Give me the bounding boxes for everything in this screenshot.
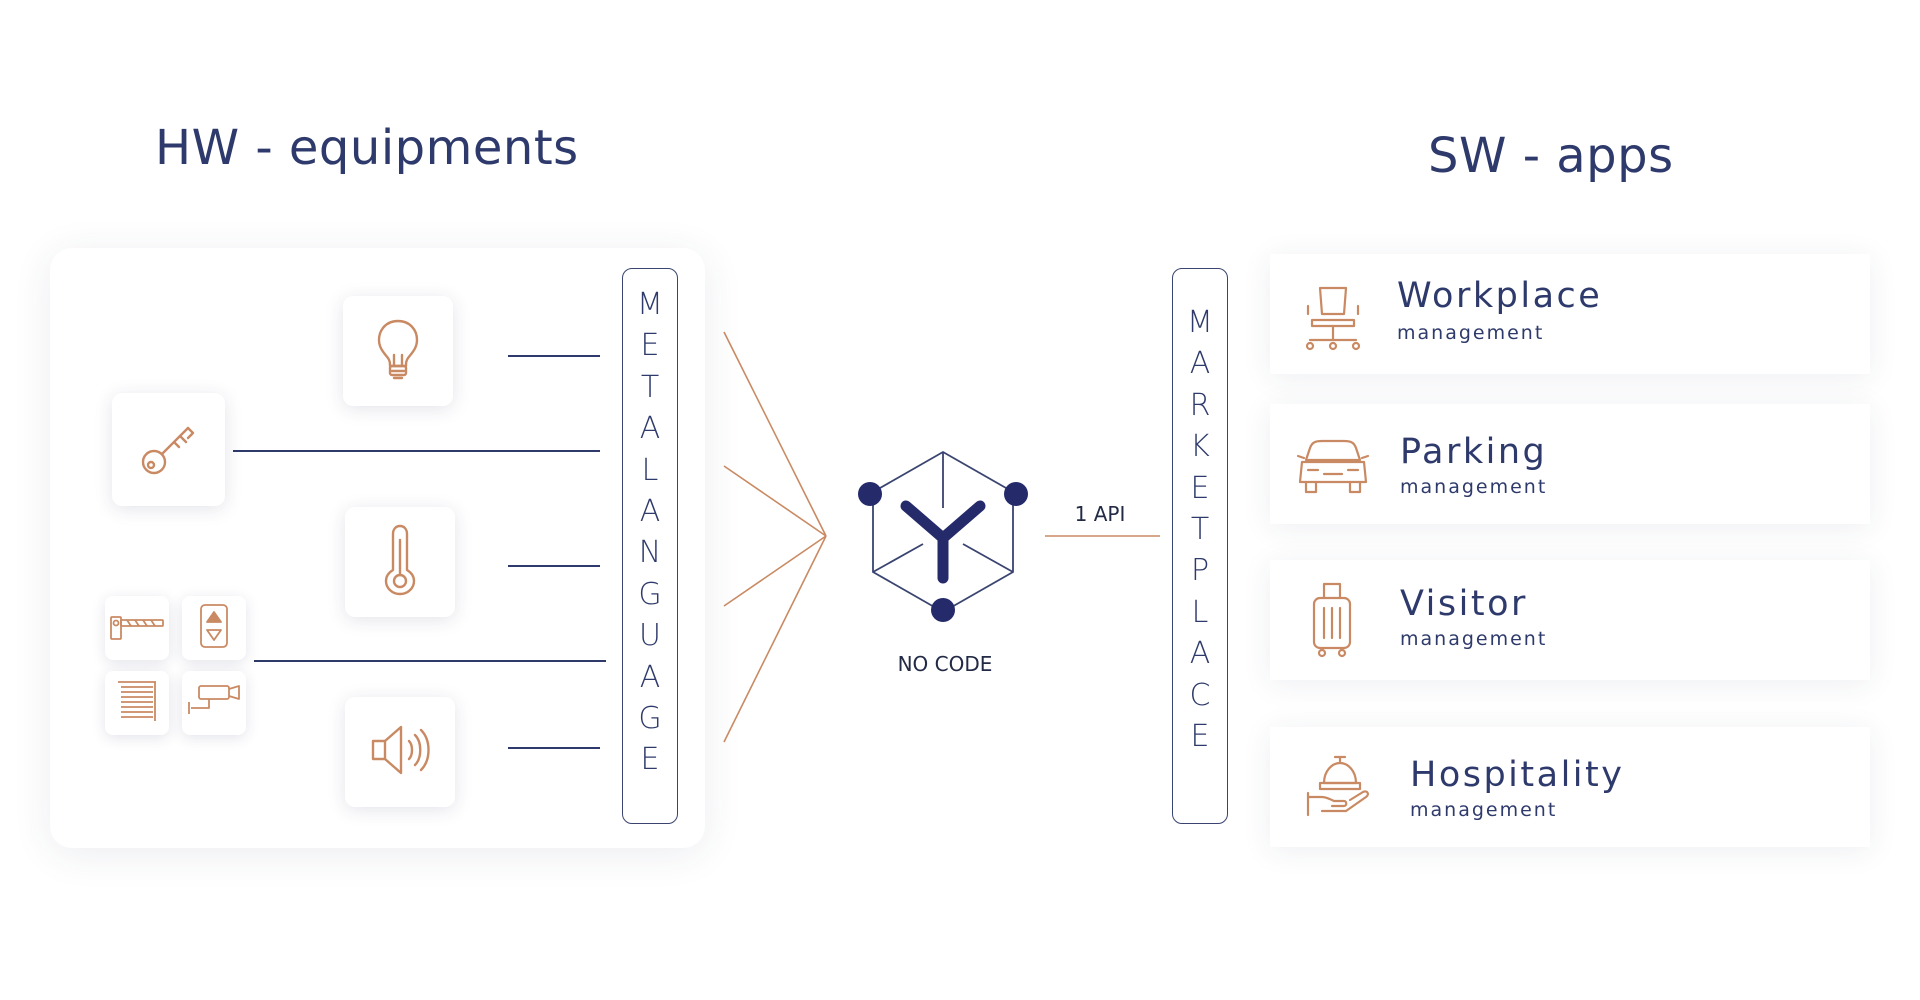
thermometer-icon [380,524,420,601]
app-subtitle-visitor: management [1400,628,1548,650]
marketplace-letter: A [1189,346,1211,382]
metalanguage-letter: A [639,659,661,695]
thermometer-card [345,507,455,617]
security-camera-icon [185,682,243,725]
app-title-parking: Parking [1400,432,1548,472]
fan-line-3 [723,535,827,607]
barrier-gate-card [105,596,169,660]
app-title-workplace: Workplace [1397,276,1603,316]
lightbulb-icon [374,317,422,386]
marketplace-letter: K [1190,429,1210,465]
lightbulb-card [343,296,453,406]
marketplace-letter: A [1189,636,1211,672]
suitcase-icon [1310,582,1354,663]
marketplace-letter: R [1189,387,1211,423]
no-code-core [848,446,1038,626]
metalanguage-letter: U [639,618,661,654]
metalanguage-letter: M [637,287,663,322]
speaker-icon [369,723,431,782]
app-title-hospitality: Hospitality [1410,755,1625,795]
car-icon [1296,438,1370,503]
metalanguage-letter: L [641,452,659,488]
marketplace-letter: C [1189,677,1211,713]
key-card [112,393,225,506]
barrier-gate-icon [109,611,165,646]
metalanguage-letter: E [640,328,660,364]
metalanguage-letter: N [638,535,662,571]
metalanguage-letter: T [640,369,660,405]
key-icon [138,416,200,483]
hw-heading: HW - equipments [155,120,579,176]
speaker-card [345,697,455,807]
app-card-parking[interactable]: Parking management [1270,404,1870,524]
marketplace-letter: P [1190,553,1210,589]
sw-heading: SW - apps [1428,128,1674,184]
security-camera-card [182,671,246,735]
fan-line-2 [723,465,827,537]
app-card-workplace[interactable]: Workplace management [1270,254,1870,374]
marketplace-letter: T [1190,512,1210,547]
app-subtitle-workplace: management [1397,322,1545,344]
marketplace-letter: E [1190,719,1210,754]
service-bell-icon [1304,753,1374,824]
marketplace-letter: L [1191,594,1209,630]
no-code-label: NO CODE [897,652,993,676]
no-code-logo-icon [858,450,1028,622]
metalanguage-letter: E [640,742,660,778]
app-title-visitor: Visitor [1400,584,1528,624]
window-blind-icon [115,679,159,728]
marketplace-letter: E [1190,470,1210,506]
metalanguage-letter: A [639,411,661,447]
app-card-visitor[interactable]: Visitor management [1270,560,1870,680]
window-blind-card [105,671,169,735]
elevator-icon [199,603,229,654]
metalanguage-letter: A [639,494,661,529]
fan-line-1 [723,331,827,537]
api-label: 1 API [1074,502,1126,526]
app-subtitle-parking: management [1400,476,1548,498]
marketplace-letter: M [1187,305,1213,340]
office-chair-icon [1300,284,1366,359]
app-subtitle-hospitality: management [1410,799,1558,821]
elevator-card [182,596,246,660]
metalanguage-letter: G [638,701,662,736]
fan-line-4 [723,535,827,743]
app-card-hospitality[interactable]: Hospitality management [1270,727,1870,847]
metalanguage-letter: G [638,576,662,612]
